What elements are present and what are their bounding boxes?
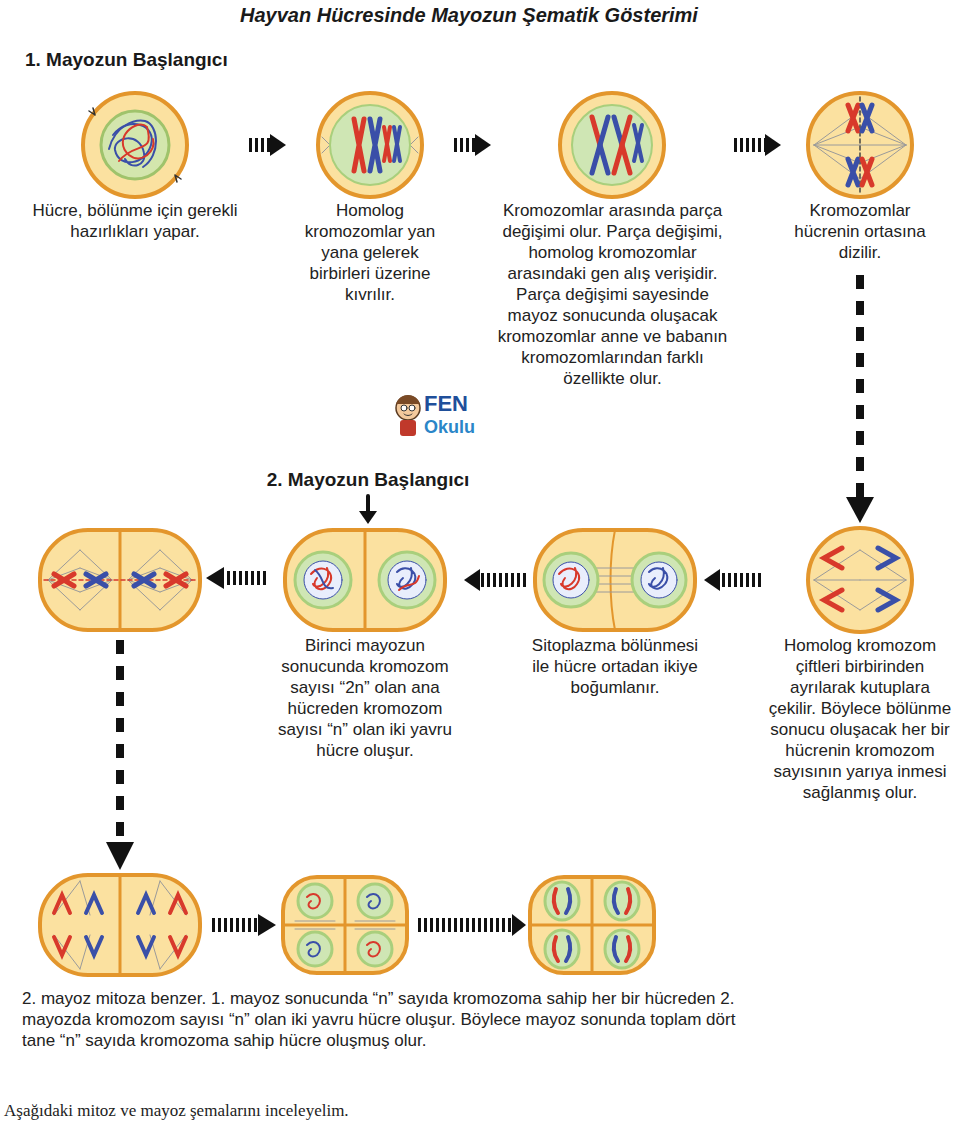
flow-arrow <box>846 275 874 523</box>
stage-node: Kromozomlar hücrenin ortasına dizilir. <box>785 90 935 263</box>
stage-caption: Hücre, bölünme için gerekli hazırlıkları… <box>25 200 245 242</box>
flow-arrow <box>704 569 761 591</box>
text-label: FEN <box>424 390 490 418</box>
stage-node: Homolog kromozomlar yan yana gelerek bir… <box>290 90 450 305</box>
stage-caption: Kromozomlar hücrenin ortasına dizilir. <box>785 200 935 263</box>
flow-arrow <box>454 134 491 156</box>
flow-arrow <box>464 569 526 591</box>
stage-node: Kromozomlar arasında parça değişimi olur… <box>495 90 730 389</box>
stage-caption: Homolog kromozom çiftleri birbirinden ay… <box>765 635 955 803</box>
stage-caption: Kromozomlar arasında parça değişimi olur… <box>495 200 730 389</box>
arrow-head <box>464 569 480 591</box>
arrow-shaft <box>856 275 864 497</box>
arrow-head <box>270 134 286 156</box>
text-label: 2. Mayozun Başlangıcı <box>238 468 498 492</box>
stage-node: Birinci mayozun sonucunda kromozom sayıs… <box>270 525 460 761</box>
stage-caption: Sitoplazma bölünmesi ile hücre ortadan i… <box>530 635 700 698</box>
text-label: Aşağıdaki mitoz ve mayoz şemalarını ince… <box>4 1100 604 1121</box>
arrow-head <box>475 134 491 156</box>
arrow-shaft <box>480 573 526 587</box>
arrow-shaft <box>734 138 765 152</box>
arrow-head <box>765 134 781 156</box>
arrow-shaft <box>454 138 475 152</box>
stage-caption: Birinci mayozun sonucunda kromozom sayıs… <box>270 635 460 761</box>
flow-arrow <box>734 134 781 156</box>
arrow-head <box>704 569 720 591</box>
diagram-title: Hayvan Hücresinde Mayozun Şematik Göster… <box>240 4 698 27</box>
text-label: 1. Mayozun Başlangıcı <box>25 48 325 72</box>
stage-caption: Homolog kromozomlar yan yana gelerek bir… <box>290 200 450 305</box>
stage-node: Hücre, bölünme için gerekli hazırlıkları… <box>25 90 245 242</box>
text-label: Okulu <box>424 416 490 439</box>
arrow-shaft <box>249 138 270 152</box>
stage-node: Homolog kromozom çiftleri birbirinden ay… <box>765 525 955 803</box>
flow-arrow <box>249 134 286 156</box>
text-label: 2. mayoz mitoza benzer. 1. mayoz sonucun… <box>22 988 742 1051</box>
stage-node: Sitoplazma bölünmesi ile hücre ortadan i… <box>530 525 700 698</box>
arrow-shaft <box>720 573 761 587</box>
arrow-head <box>846 497 874 523</box>
